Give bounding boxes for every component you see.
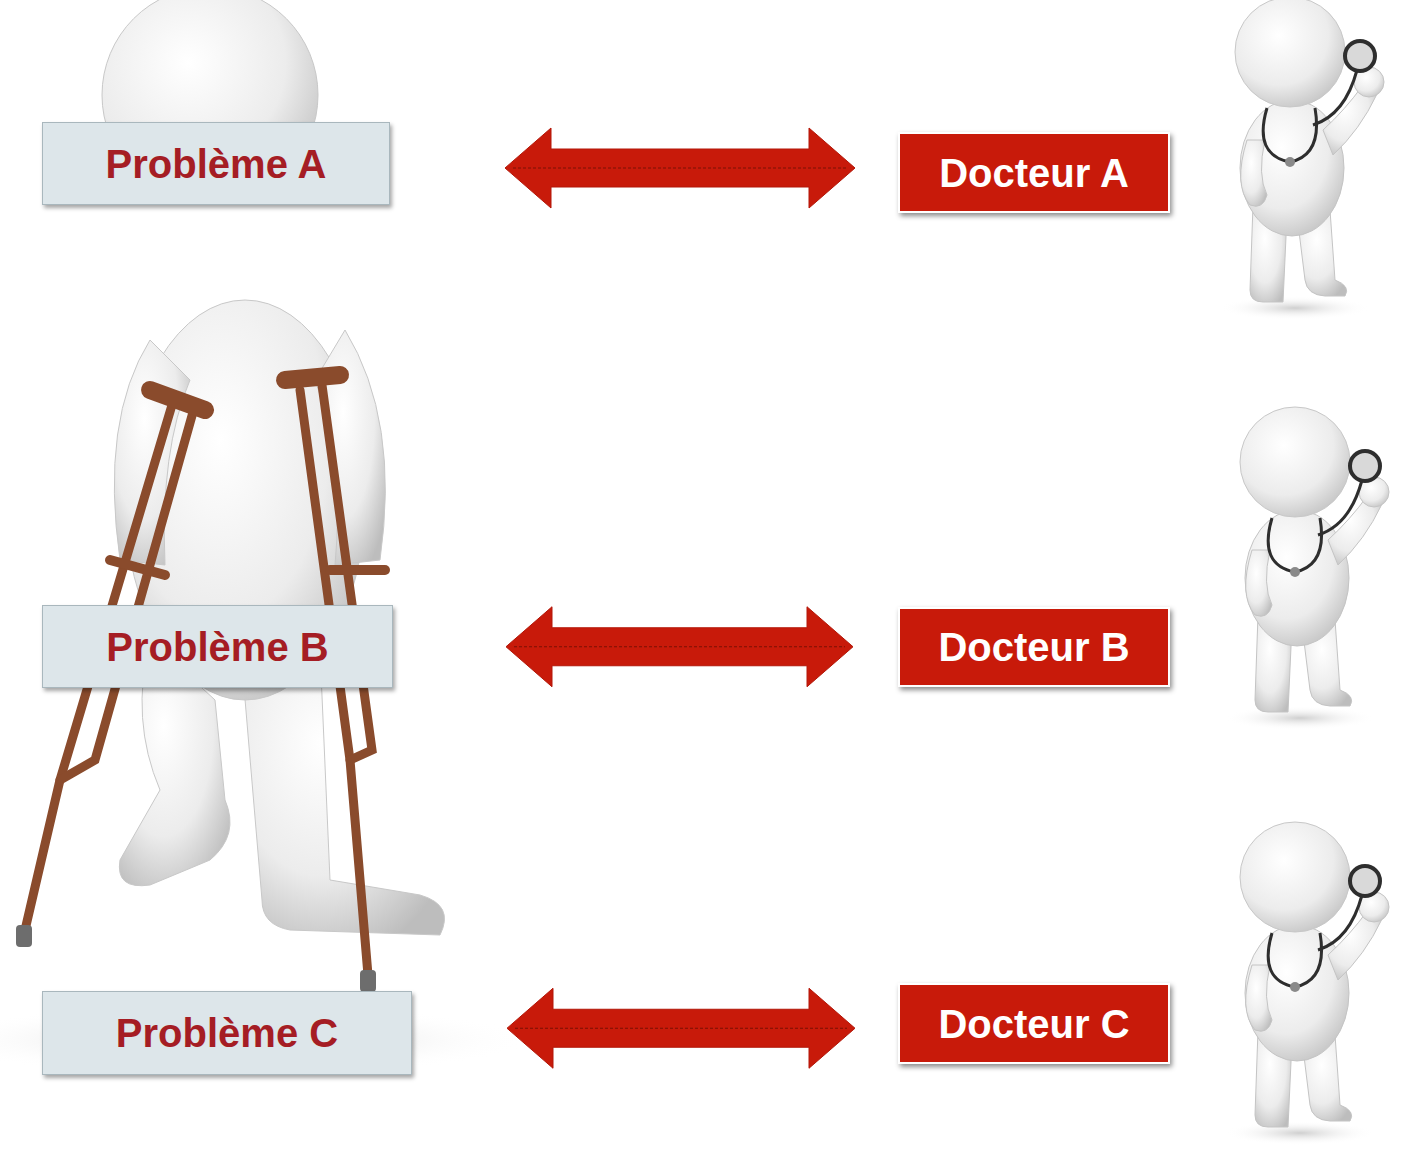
box-label: Problème B xyxy=(106,625,328,669)
doctor-box: Docteur C xyxy=(898,983,1170,1064)
arrow-body xyxy=(506,607,853,687)
doctor-figure xyxy=(1225,407,1389,730)
doctor-box: Docteur A xyxy=(898,132,1170,213)
problem-box: Problème B xyxy=(42,605,393,688)
box-label: Problème C xyxy=(116,1011,338,1055)
problem-box: Problème C xyxy=(42,991,412,1075)
box-label: Docteur B xyxy=(938,625,1129,669)
patient-figure xyxy=(0,0,530,1075)
double-arrow xyxy=(506,607,853,687)
box-label: Docteur C xyxy=(938,1002,1129,1046)
arrow-dash xyxy=(513,168,847,169)
arrow-body xyxy=(505,128,855,208)
box-label: Problème A xyxy=(106,142,327,186)
double-arrow xyxy=(505,128,855,208)
arrow-body xyxy=(507,988,855,1068)
doctor-box: Docteur B xyxy=(898,607,1170,687)
doctor-figure xyxy=(1220,0,1384,320)
arrow-dash xyxy=(515,1028,847,1029)
problem-box: Problème A xyxy=(42,122,390,205)
double-arrow xyxy=(507,988,855,1068)
arrow-dash xyxy=(514,646,845,647)
doctor-figure xyxy=(1225,822,1389,1145)
box-label: Docteur A xyxy=(939,151,1129,195)
